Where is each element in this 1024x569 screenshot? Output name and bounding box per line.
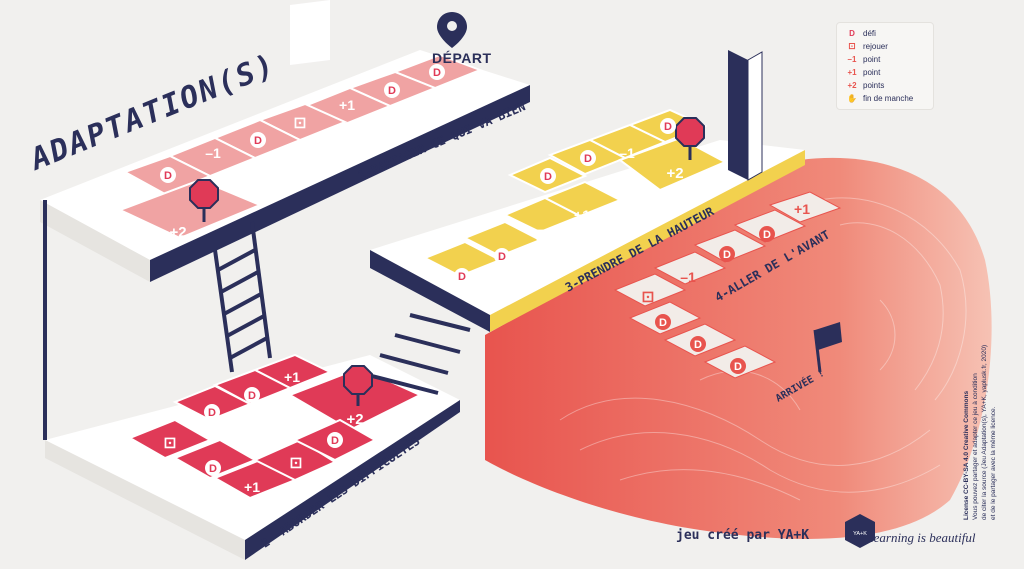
tile-defi: D [209,463,217,475]
tile-defi: D [331,435,339,447]
tile-minus1: –1 [680,269,696,285]
tile-defi: D [248,390,256,402]
ladder [213,221,272,373]
legend-item: ⚀ rejouer [845,40,888,52]
stop-sign-icon [675,117,705,160]
start-label: DÉPART [432,50,492,66]
tile-plus1: +1 [574,207,590,223]
tile-minus1: –1 [619,145,635,161]
created-by: jeu créé par YA+K [676,528,810,543]
tile-minus1: –1 [205,145,221,161]
legend-label: fin de manche [863,93,914,103]
legend-item: ✋ fin de manche [845,92,913,104]
legend-label: défi [863,28,876,38]
tile-symbols: D D +1 ⚀ D –1 D +2 D –1 D D +2 +1 ⚀ D D … [160,64,810,495]
legend: D défi ⚀ rejouer –1 point +1 point +2 po… [836,22,934,110]
logo-icon: YA+K [845,514,875,548]
tile-defi: D [164,170,172,182]
stop-sign-icon [189,179,219,222]
tile-plus1: +1 [339,97,355,113]
level-3-tiles [422,108,728,278]
finish-flag-icon [813,322,842,373]
tile-plus2: +2 [666,165,683,182]
stairs [367,313,471,395]
tagline: learning is beautiful [870,530,976,545]
tile-defi: D [254,135,262,147]
door [728,50,763,181]
minus-one-icon: –1 [847,54,857,64]
tile-plus1: +1 [284,369,300,385]
tile-defi: D [208,407,216,419]
tile-plus1: +1 [794,201,810,217]
tile-defi: D [659,317,667,329]
legend-item: –1 point [845,53,881,65]
defi-icon: D [849,28,855,38]
legend-label: point [863,54,881,64]
license-line: Vous pouvez partager et adapter ce jeu à… [972,373,979,520]
logo-text: YA+K [853,531,867,537]
legend-item: +1 point [845,66,880,78]
tile-defi: D [584,153,592,165]
dice-icon: ⚀ [290,455,302,471]
legend-label: points [863,80,885,90]
license-title: License CC-BY-SA 4.0 Creative Commons [963,390,970,520]
stop-sign-icon [343,365,373,406]
license-line: de citer la source (Jeu Adaptation(s), Y… [981,344,988,520]
tile-defi: D [734,361,742,373]
legend-label: point [863,67,881,77]
dice-icon: ⚀ [642,289,654,305]
tile-defi: D [498,251,506,263]
tile-defi: D [433,67,441,79]
tile-defi: D [388,85,396,97]
tile-plus2: +2 [169,224,186,241]
tile-plus2: +2 [346,411,363,428]
tile-plus1: +1 [244,479,260,495]
dice-icon: ⚀ [164,435,176,451]
plus-two-icon: +2 [847,80,857,90]
plus-one-icon: +1 [847,67,857,77]
tile-defi: D [763,229,771,241]
tile-defi: D [723,249,731,261]
license-line: et de le partager avec la même licence. [990,406,997,520]
dice-icon: ⚀ [294,115,306,131]
tile-defi: D [694,339,702,351]
level-1-tiles [117,53,483,240]
platform-level-3 [370,140,805,332]
dice-icon: ⚀ [536,227,548,243]
tile-defi: D [664,121,672,133]
tile-defi: D [544,171,552,183]
tile-defi: D [458,271,466,283]
stop-hand-icon: ✋ [847,93,857,103]
contour-lines [559,197,967,501]
legend-item: D défi [845,27,876,39]
legend-label: rejouer [863,41,888,51]
legend-item: +2 points [845,79,884,91]
start-pin-icon [437,12,467,48]
dice-icon: ⚀ [848,41,856,51]
